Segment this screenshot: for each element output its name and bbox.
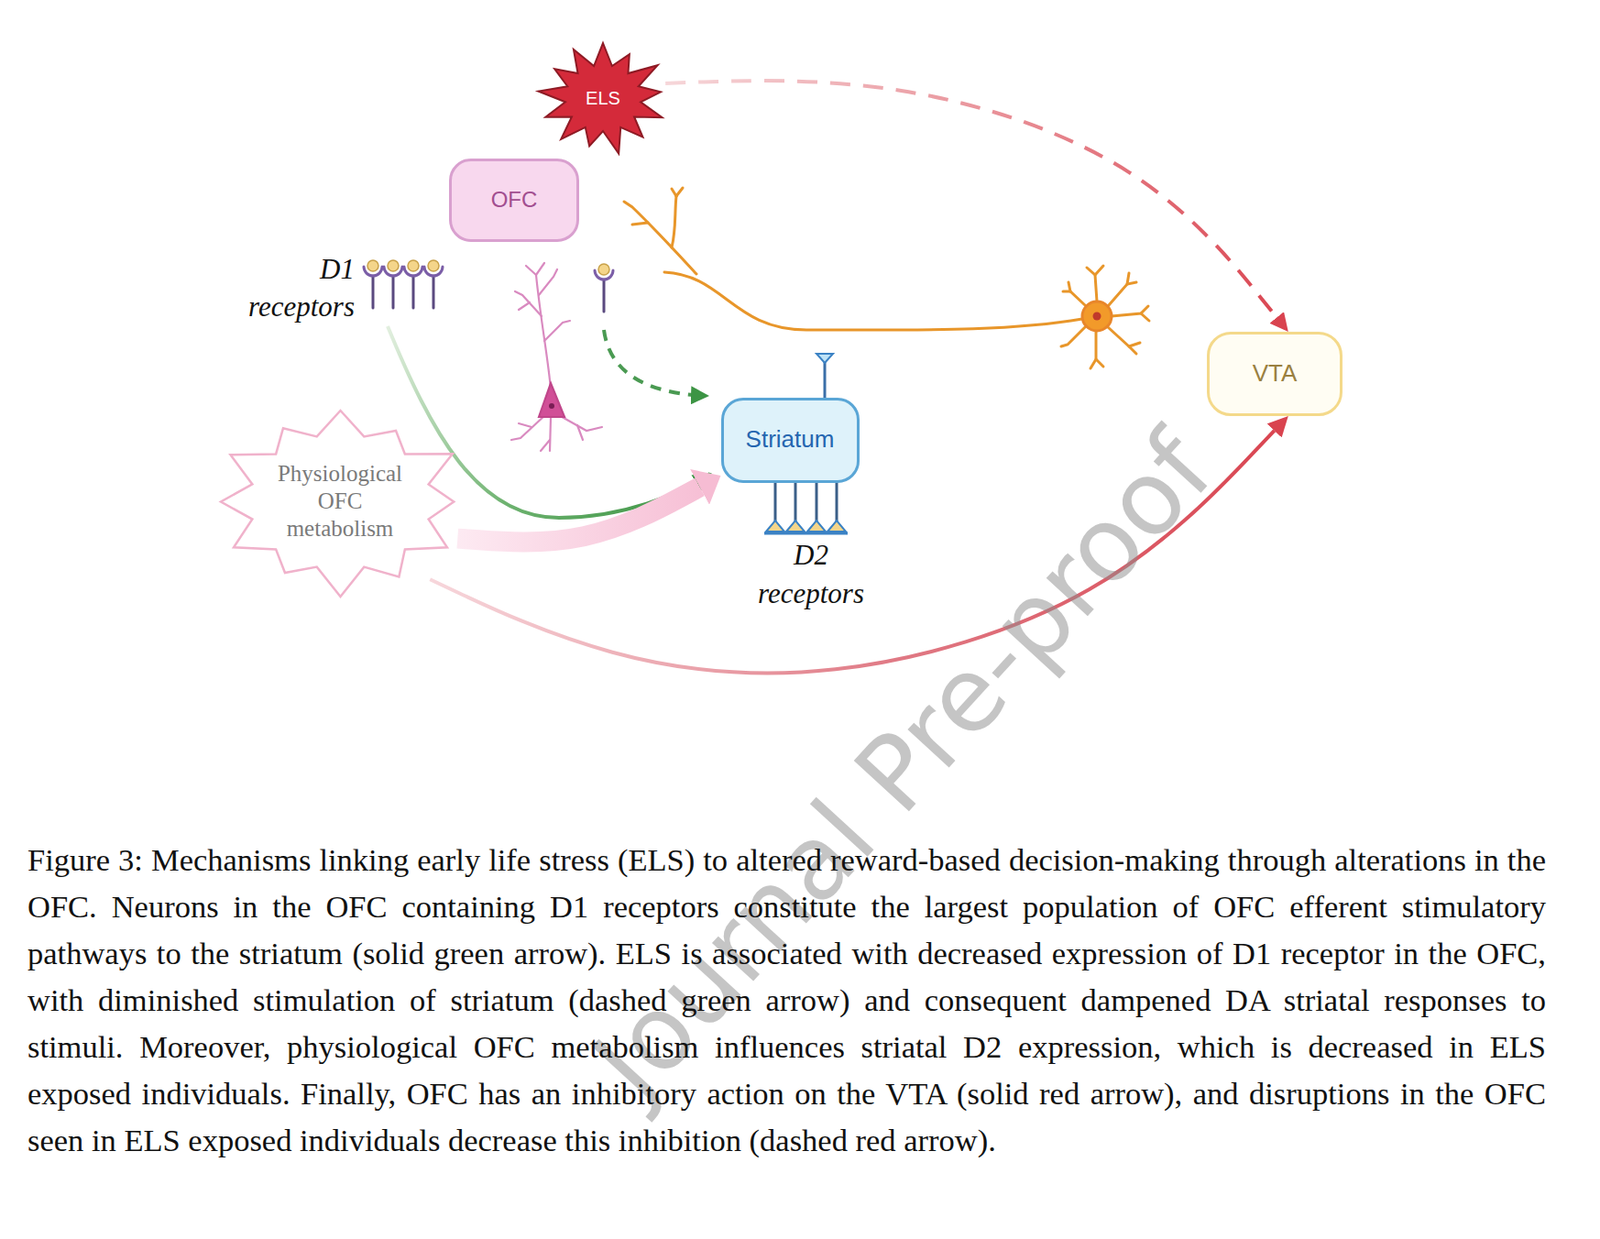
region-box: OFC xyxy=(449,158,580,242)
green-dashed-arrow xyxy=(603,329,708,396)
node-text: VTA xyxy=(1252,359,1298,388)
pyramidal-neuron xyxy=(511,263,603,451)
node-text: Striatum xyxy=(745,425,835,454)
ofc-projection-neuron xyxy=(624,187,1150,369)
node-text: Physiological OFC metabolism xyxy=(277,460,403,543)
node-text: OFC xyxy=(491,186,538,214)
dashed-red-arrow xyxy=(665,80,1277,318)
node-text: ELS xyxy=(585,87,621,110)
d2-receptor-icons xyxy=(764,482,848,534)
region-box: Striatum xyxy=(721,397,860,483)
d1-receptor-icons xyxy=(363,260,443,308)
stressor-starburst: ELS xyxy=(537,41,669,155)
pink-band-arrow xyxy=(457,486,700,542)
receptor-label: D2 receptors xyxy=(757,536,865,614)
figure-caption: Figure 3: Mechanisms linking early life … xyxy=(27,836,1546,1164)
single-d1-receptor xyxy=(594,263,614,312)
striatum-receptor-top xyxy=(816,353,833,398)
region-box: VTA xyxy=(1206,331,1343,417)
metabolism-starburst: Physiological OFC metabolism xyxy=(215,408,466,595)
receptor-label: D1 receptors xyxy=(248,250,355,326)
